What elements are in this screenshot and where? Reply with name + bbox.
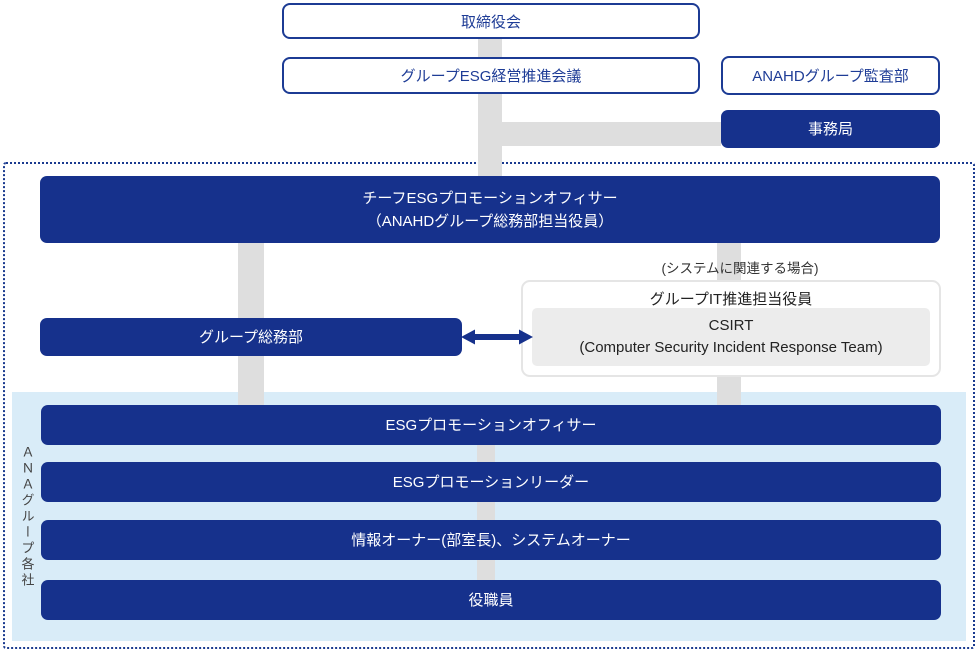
connector-owner-staff <box>477 560 495 581</box>
bidirectional-arrow-icon <box>461 329 533 345</box>
connector-leader-owner <box>477 502 495 521</box>
connector-itexec-officer <box>717 377 741 406</box>
secretariat-box: 事務局 <box>721 110 940 148</box>
staff-box: 役職員 <box>41 580 941 620</box>
esg-promotion-leader-box: ESGプロモーションリーダー <box>41 462 941 502</box>
board-of-directors-box: 取締役会 <box>282 3 700 39</box>
group-general-affairs-box: グループ総務部 <box>40 318 462 356</box>
connector-chief-itexec <box>717 243 741 281</box>
info-owner-box: 情報オーナー(部室長)、システムオーナー <box>41 520 941 560</box>
esg-promotion-officer-box: ESGプロモーションオフィサー <box>41 405 941 445</box>
esg-promotion-officer-label: ESGプロモーションオフィサー <box>385 416 597 434</box>
audit-department-box: ANAHDグループ監査部 <box>721 56 940 95</box>
board-of-directors-label: 取締役会 <box>460 13 521 31</box>
connector-board-council <box>478 39 502 58</box>
esg-council-label: グループESG経営推進会議 <box>400 68 582 85</box>
csirt-name: CSIRT <box>708 317 754 334</box>
esg-promotion-leader-label: ESGプロモーションリーダー <box>392 473 590 491</box>
group-it-exec-box: グループIT推進担当役員 CSIRT (Computer Security In… <box>521 280 941 377</box>
group-it-exec-label: グループIT推進担当役員 <box>649 291 813 308</box>
staff-label: 役職員 <box>468 591 514 609</box>
chief-esg-officer-box: チーフESGプロモーションオフィサー （ANAHDグループ総務部担当役員） <box>40 176 940 243</box>
esg-council-box: グループESG経営推進会議 <box>282 57 700 94</box>
connector-secretariat <box>490 122 721 146</box>
chief-esg-officer-line1: チーフESGプロモーションオフィサー <box>362 189 618 207</box>
system-related-note: (システムに関連する場合) <box>661 261 819 276</box>
csirt-fullname: (Computer Security Incident Response Tea… <box>579 339 883 356</box>
csirt-box: CSIRT (Computer Security Incident Respon… <box>532 308 930 366</box>
chief-esg-officer-line2: （ANAHDグループ総務部担当役員） <box>366 212 614 230</box>
secretariat-label: 事務局 <box>807 120 853 138</box>
audit-department-label: ANAHDグループ監査部 <box>752 68 909 85</box>
connector-officer-leader <box>477 445 495 463</box>
ana-group-panel-label: ＡＮＡグループ各社 <box>19 444 35 589</box>
group-general-affairs-label: グループ総務部 <box>198 328 304 346</box>
info-owner-label: 情報オーナー(部室長)、システムオーナー <box>351 531 631 549</box>
